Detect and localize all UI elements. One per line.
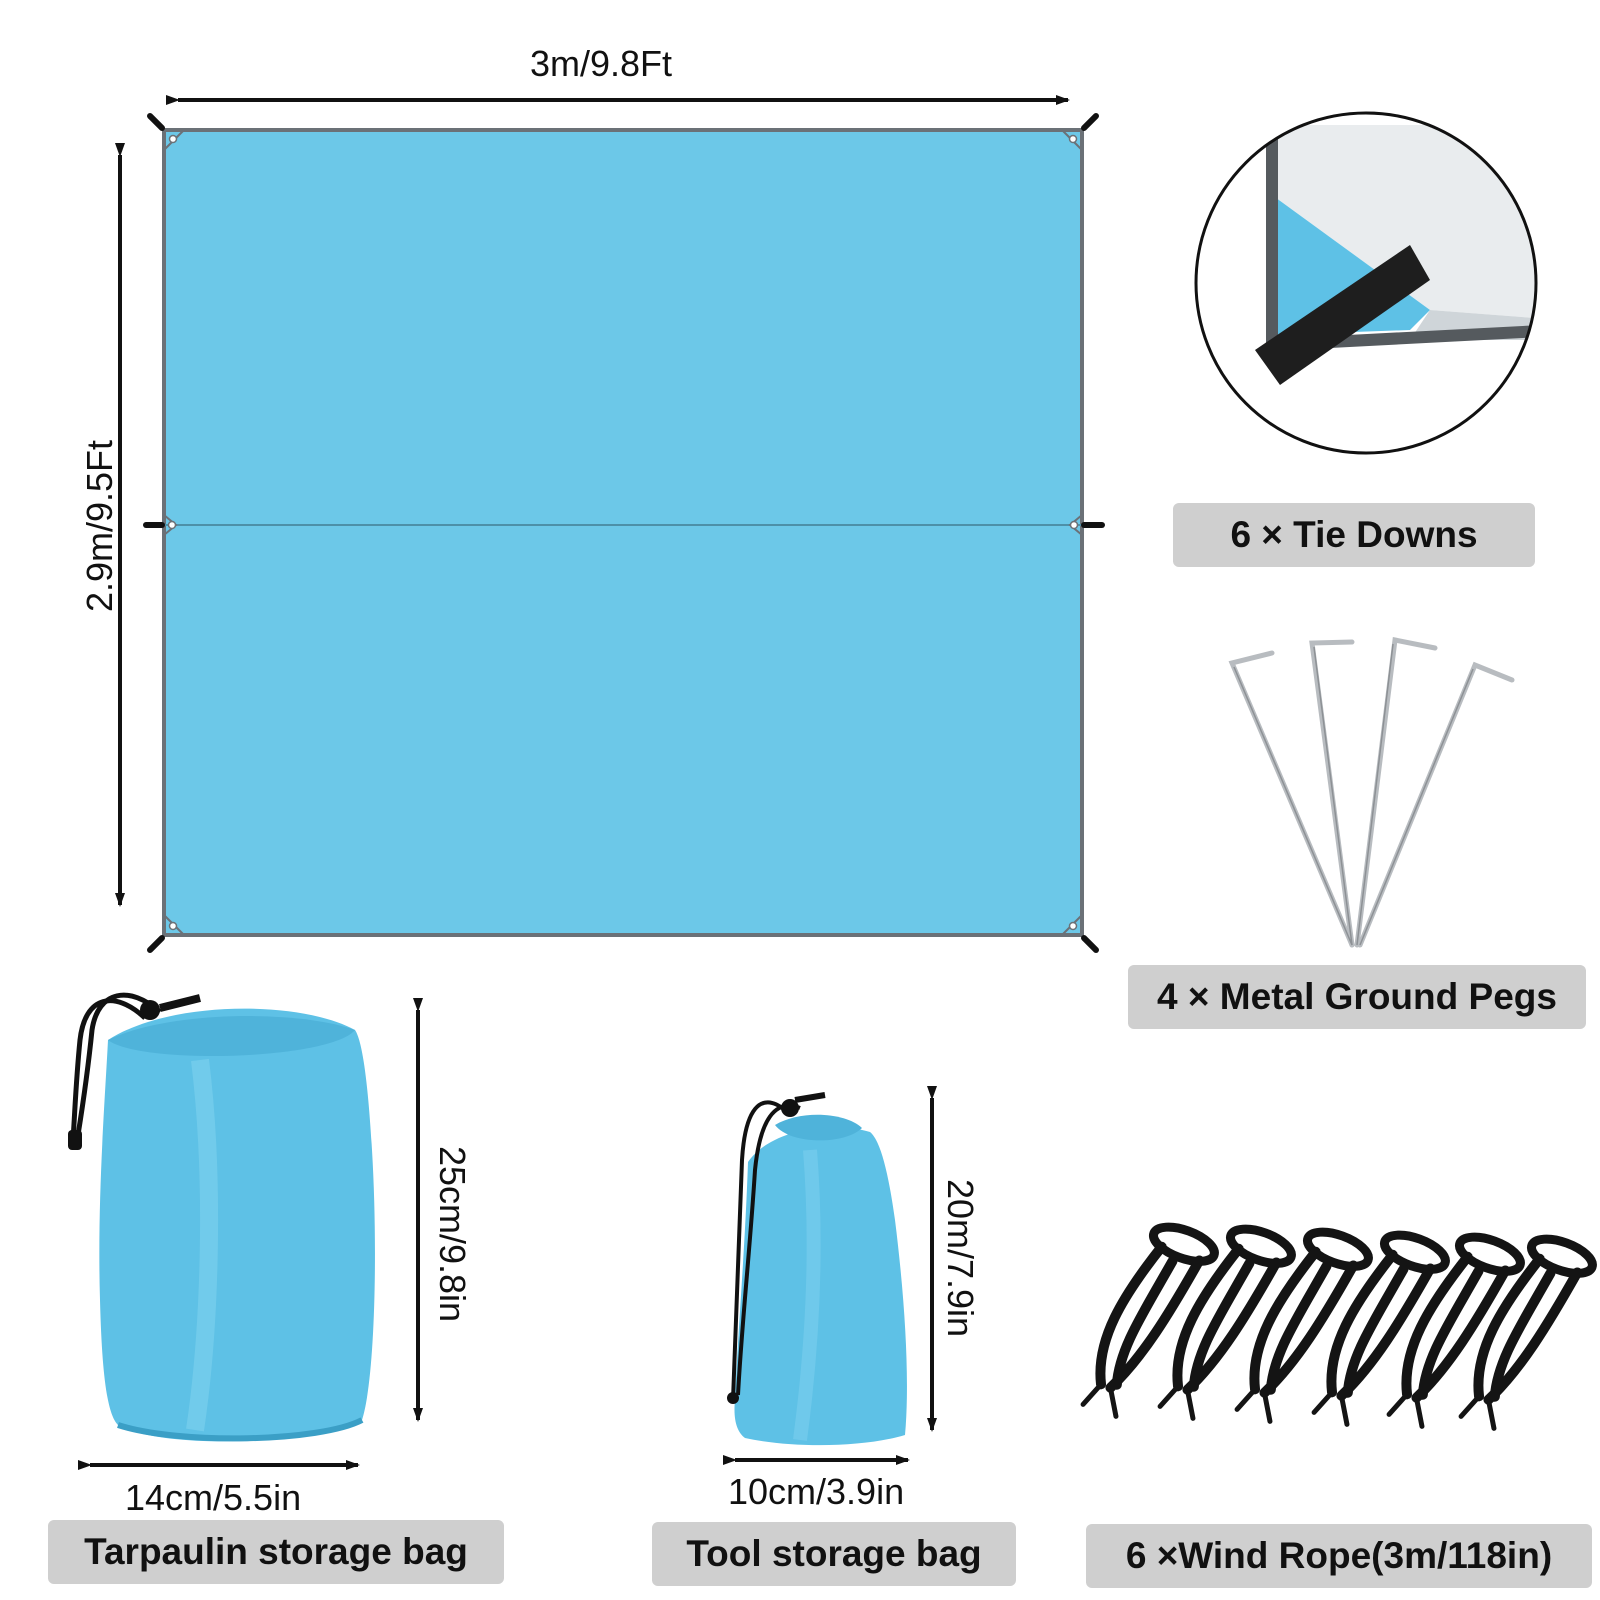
tool-bag-label: Tool storage bag bbox=[652, 1522, 1016, 1586]
wind-rope-2 bbox=[1157, 1224, 1296, 1421]
wind-rope-label: 6 ×Wind Rope(3m/118in) bbox=[1086, 1524, 1592, 1588]
tarp-height-label: 2.9m/9.5Ft bbox=[79, 439, 120, 613]
tarp-width-label: 3m/9.8Ft bbox=[530, 43, 673, 84]
ground-pegs-label: 4 × Metal Ground Pegs bbox=[1128, 965, 1586, 1029]
tarp-grommets bbox=[167, 134, 1079, 931]
wind-rope-6 bbox=[1458, 1234, 1597, 1431]
wind-rope-4 bbox=[1311, 1230, 1450, 1427]
metal-peg-group bbox=[1228, 637, 1515, 948]
tarp-bag-width-label: 14cm/5.5in bbox=[125, 1477, 302, 1518]
tarp-bag-height-label: 25cm/9.8in bbox=[432, 1145, 473, 1323]
tool-bag-illustration bbox=[727, 1092, 907, 1446]
tool-bag-height-label: 20m/7.9in bbox=[940, 1178, 981, 1338]
wind-rope-group bbox=[1080, 1222, 1597, 1431]
wind-rope-3 bbox=[1234, 1227, 1373, 1424]
tarp-bag-illustration bbox=[68, 992, 375, 1442]
tie-downs-label: 6 × Tie Downs bbox=[1173, 503, 1535, 567]
tie-down-closeup-frame bbox=[1194, 111, 1538, 455]
tie-down-closeup bbox=[1196, 113, 1536, 453]
tarp-strap-tabs bbox=[143, 113, 1105, 953]
wind-rope-1 bbox=[1080, 1222, 1219, 1419]
wind-rope-5 bbox=[1386, 1232, 1525, 1429]
tarp-bag-label: Tarpaulin storage bag bbox=[48, 1520, 504, 1584]
metal-peg-4 bbox=[1357, 661, 1515, 948]
tarp-sheet bbox=[162, 128, 1084, 937]
tool-bag-width-label: 10cm/3.9in bbox=[728, 1471, 905, 1512]
